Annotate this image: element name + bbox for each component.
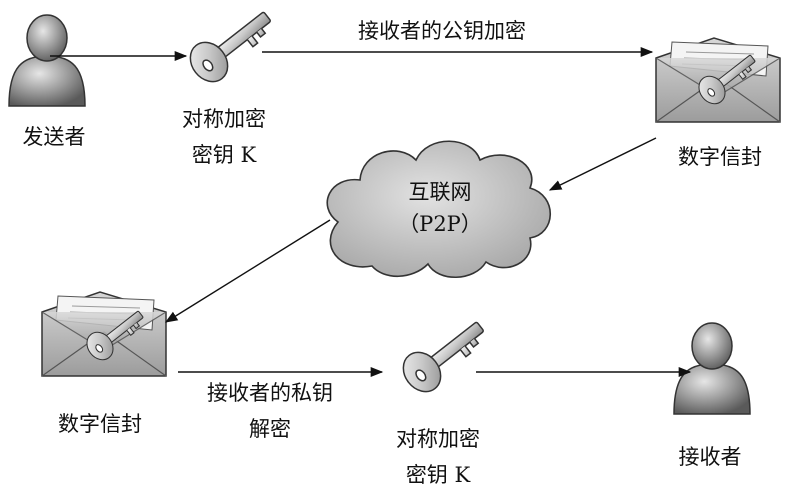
symmetric-key-icon-bottom [394,309,494,400]
sender-person-icon [8,14,86,107]
cloud-label-line2: （P2P） [398,212,482,236]
key-top-label-line1: 对称加密 [182,107,266,131]
arrow-envelope-to-cloud [548,137,657,191]
edge-bottom-label-line2: 解密 [249,417,291,441]
envelope-bottom-label: 数字信封 [58,412,142,436]
key-bottom-label-line2: 密钥 K [405,463,471,487]
sender-label: 发送者 [22,125,86,149]
arrow-cloud-to-envelope [164,219,331,323]
edge-bottom-label-line1: 接收者的私钥 [207,381,333,405]
receiver-person-icon [673,322,751,415]
edge-top-label: 接收者的公钥加密 [358,19,526,43]
envelope-top-label: 数字信封 [678,145,762,169]
internet-cloud-icon [326,140,552,278]
symmetric-key-icon-top [181,0,281,90]
key-top-label-line2: 密钥 K [191,143,257,167]
receiver-label: 接收者 [678,445,742,469]
key-bottom-label-line1: 对称加密 [396,427,480,451]
cloud-label-line1: 互联网 [408,180,472,204]
